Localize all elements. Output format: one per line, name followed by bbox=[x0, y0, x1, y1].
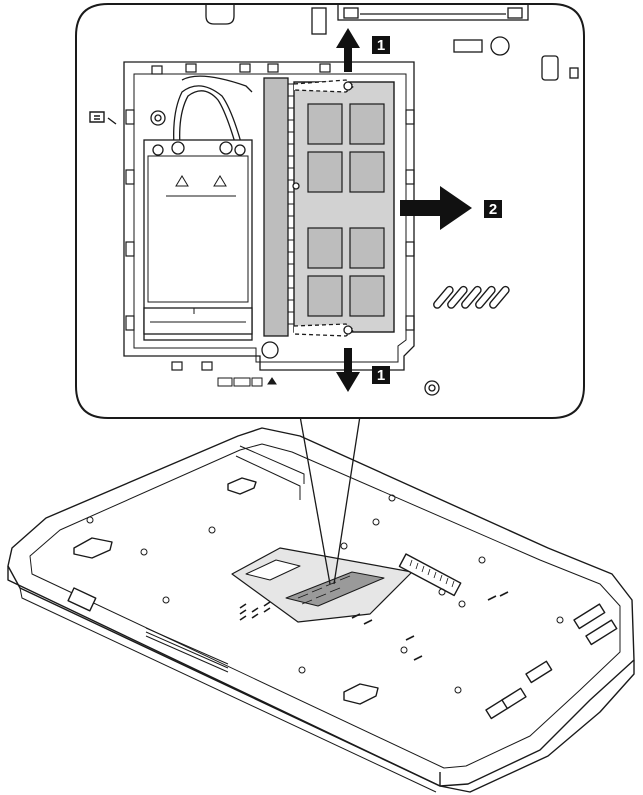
antenna-connector-right bbox=[219, 141, 233, 155]
top-bay-outline bbox=[205, 4, 235, 25]
zoomed-callout: 1 2 1 bbox=[75, 3, 585, 419]
arrow-release-latch-bottom bbox=[336, 348, 360, 392]
laptop-inner-line bbox=[29, 443, 621, 769]
compartment-inner bbox=[133, 73, 407, 363]
callout-screw bbox=[424, 380, 440, 396]
compartment-screw bbox=[150, 110, 166, 126]
wireless-card-label bbox=[147, 155, 249, 303]
docking-connector-pins bbox=[409, 559, 455, 588]
side-port-right-2 bbox=[585, 619, 618, 646]
arrow-pull-module bbox=[400, 186, 472, 230]
step-label-2: 2 bbox=[484, 200, 502, 218]
step-label-1-top: 1 bbox=[372, 36, 390, 54]
side-port-right-4 bbox=[501, 687, 527, 710]
memory-notch bbox=[292, 182, 300, 190]
speaker-grille bbox=[145, 627, 229, 673]
side-latch-small bbox=[569, 67, 579, 79]
laptop-front-edge bbox=[7, 566, 635, 793]
battery-connector-tab-right bbox=[507, 7, 523, 19]
memory-latch-top bbox=[293, 79, 356, 93]
docking-connector bbox=[398, 553, 462, 597]
battery-edge bbox=[235, 445, 305, 500]
antenna-connector-left bbox=[171, 141, 185, 155]
battery-connector-tab-left bbox=[343, 7, 359, 19]
small-memory-module-chips bbox=[297, 575, 351, 605]
arrow-release-latch-top bbox=[336, 28, 360, 72]
bottom-icons bbox=[217, 377, 277, 387]
step-label-1-bottom-text: 1 bbox=[377, 367, 385, 384]
laptop-mid-edge bbox=[19, 587, 437, 793]
top-latch-left bbox=[311, 7, 327, 35]
memory-slot-rail bbox=[263, 77, 289, 337]
small-wireless-card bbox=[245, 559, 301, 581]
rubber-foot-bottom bbox=[343, 683, 379, 705]
oval-vents bbox=[433, 285, 510, 309]
round-button bbox=[490, 36, 510, 56]
battery-connector bbox=[337, 4, 529, 21]
side-port-left bbox=[67, 587, 97, 612]
memory-slot-teeth bbox=[288, 83, 294, 325]
wireless-card-warning-2 bbox=[213, 175, 227, 187]
rubber-foot-top bbox=[227, 477, 257, 495]
memory-latch-bottom bbox=[293, 323, 356, 337]
memory-chips bbox=[307, 103, 385, 317]
antenna-cables bbox=[173, 75, 253, 147]
frame-tabs bbox=[125, 63, 415, 371]
wireless-card-notch bbox=[150, 308, 246, 323]
compartment-frame bbox=[123, 61, 415, 371]
compartment-hole bbox=[261, 341, 279, 359]
card-screw-right bbox=[234, 144, 246, 156]
side-latch bbox=[541, 55, 559, 81]
side-port-right-1 bbox=[573, 603, 606, 630]
bottom-screws bbox=[86, 494, 564, 694]
step-label-2-text: 2 bbox=[489, 201, 497, 218]
step-label-1-bottom: 1 bbox=[372, 366, 390, 384]
step-label-1-top-text: 1 bbox=[377, 37, 385, 54]
card-screw-left bbox=[152, 144, 164, 156]
wireless-card-connector bbox=[143, 307, 253, 335]
latch-screw-top bbox=[343, 81, 353, 91]
rubber-foot-left bbox=[73, 537, 113, 559]
wireless-symbol bbox=[89, 111, 117, 125]
side-port-right-5 bbox=[525, 660, 553, 684]
slot-small bbox=[453, 39, 483, 53]
wireless-card-warning-1 bbox=[175, 175, 189, 187]
latch-screw-bottom bbox=[343, 325, 353, 335]
laptop-bottom-view bbox=[7, 427, 635, 793]
vent-slots bbox=[239, 591, 509, 661]
callout-leader-lines bbox=[299, 415, 361, 585]
